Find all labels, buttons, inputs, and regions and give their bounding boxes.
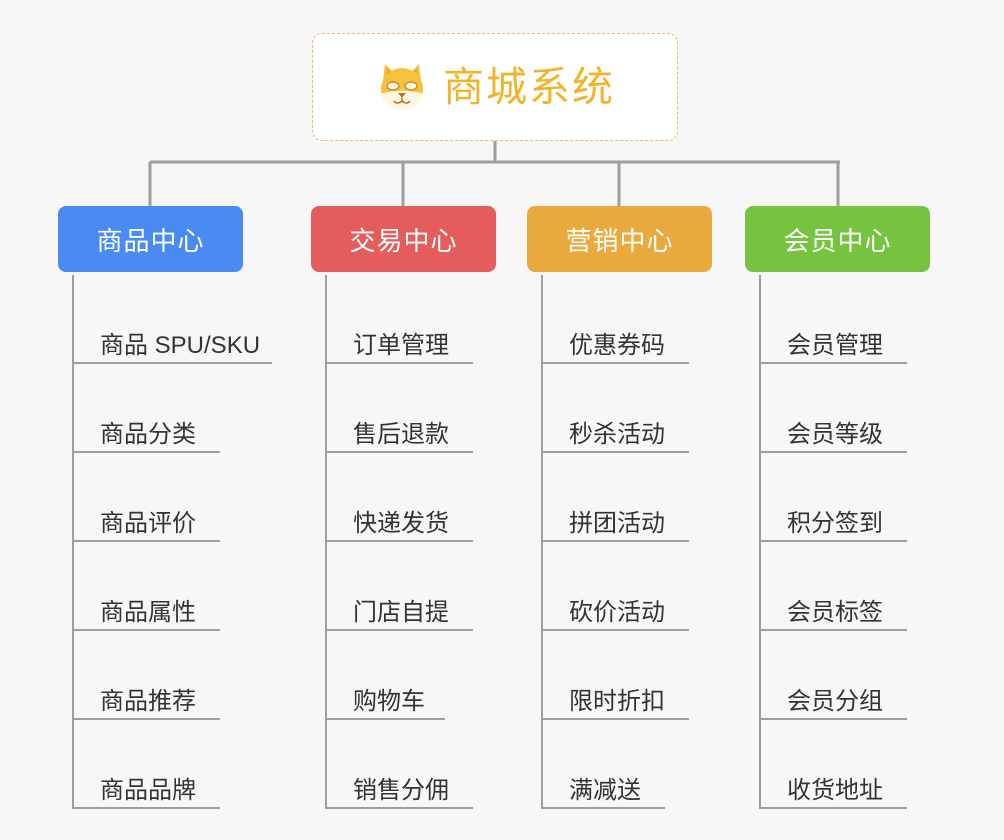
leaf-underline (541, 807, 665, 809)
leaf-label: 商品 SPU/SKU (100, 332, 261, 359)
leaf-label: 商品品牌 (100, 777, 196, 804)
leaf-underline (325, 451, 473, 453)
leaf-item[interactable]: 秒杀活动 (541, 364, 737, 453)
leaf-underline (759, 451, 907, 453)
leaf-underline (541, 629, 689, 631)
leaf-spine (759, 275, 761, 809)
leaf-label: 商品属性 (100, 599, 196, 626)
leaf-list-member: 会员管理 会员等级 积分签到 会员标签 会员分组 (759, 275, 955, 809)
category-header-member[interactable]: 会员中心 (745, 206, 930, 272)
leaf-item[interactable]: 优惠券码 (541, 275, 737, 364)
leaf-underline (759, 807, 907, 809)
leaf-underline (325, 807, 473, 809)
category-header-product[interactable]: 商品中心 (58, 206, 243, 272)
leaf-label: 砍价活动 (569, 599, 665, 626)
leaf-label: 快递发货 (353, 510, 449, 537)
leaf-underline (72, 451, 220, 453)
leaf-label: 商品评价 (100, 510, 196, 537)
leaf-label: 会员等级 (787, 421, 883, 448)
leaf-label: 拼团活动 (569, 510, 665, 537)
category-label: 营销中心 (565, 225, 674, 256)
leaf-label: 优惠券码 (569, 332, 665, 359)
leaf-list-product: 商品 SPU/SKU 商品分类 商品评价 商品属性 商品推荐 (72, 275, 304, 809)
leaf-label: 门店自提 (353, 599, 449, 626)
leaf-label: 秒杀活动 (569, 421, 665, 448)
leaf-item[interactable]: 限时折扣 (541, 631, 737, 720)
leaf-label: 售后退款 (353, 421, 449, 448)
leaf-label: 销售分佣 (353, 777, 449, 804)
root-node[interactable]: 商城系统 (312, 33, 678, 141)
leaf-underline (541, 540, 689, 542)
leaf-item[interactable]: 会员标签 (759, 542, 955, 631)
leaf-item[interactable]: 售后退款 (325, 364, 521, 453)
category-header-trade[interactable]: 交易中心 (311, 206, 496, 272)
leaf-underline (72, 540, 220, 542)
leaf-underline (541, 718, 689, 720)
leaf-underline (759, 362, 907, 364)
leaf-spine (541, 275, 543, 809)
leaf-item[interactable]: 积分签到 (759, 453, 955, 542)
leaf-label: 商品分类 (100, 421, 196, 448)
leaf-item[interactable]: 订单管理 (325, 275, 521, 364)
leaf-label: 收货地址 (787, 777, 883, 804)
leaf-underline (759, 540, 907, 542)
category-label: 会员中心 (783, 225, 892, 256)
leaf-spine (325, 275, 327, 809)
leaf-item[interactable]: 会员等级 (759, 364, 955, 453)
leaf-underline (325, 540, 473, 542)
category-column-marketing: 营销中心 优惠券码 秒杀活动 拼团活动 砍价活动 (527, 206, 737, 809)
category-column-member: 会员中心 会员管理 会员等级 积分签到 会员标签 (745, 206, 955, 809)
root-title: 商城系统 (443, 63, 615, 110)
leaf-item[interactable]: 商品 SPU/SKU (72, 275, 304, 364)
leaf-underline (72, 718, 220, 720)
leaf-item[interactable]: 商品品牌 (72, 720, 304, 809)
category-label: 商品中心 (96, 225, 205, 256)
leaf-item[interactable]: 会员分组 (759, 631, 955, 720)
leaf-label: 限时折扣 (569, 688, 665, 715)
leaf-item[interactable]: 砍价活动 (541, 542, 737, 631)
leaf-label: 商品推荐 (100, 688, 196, 715)
leaf-item[interactable]: 满减送 (541, 720, 737, 809)
leaf-underline (72, 362, 272, 364)
leaf-item[interactable]: 销售分佣 (325, 720, 521, 809)
category-header-marketing[interactable]: 营销中心 (527, 206, 712, 272)
leaf-underline (541, 362, 689, 364)
leaf-label: 积分签到 (787, 510, 883, 537)
leaf-item[interactable]: 商品分类 (72, 364, 304, 453)
leaf-list-marketing: 优惠券码 秒杀活动 拼团活动 砍价活动 限时折扣 (541, 275, 737, 809)
leaf-underline (72, 807, 220, 809)
category-label: 交易中心 (349, 225, 458, 256)
leaf-item[interactable]: 快递发货 (325, 453, 521, 542)
leaf-spine (72, 275, 74, 809)
leaf-underline (759, 629, 907, 631)
leaf-item[interactable]: 商品推荐 (72, 631, 304, 720)
leaf-label: 会员标签 (787, 599, 883, 626)
category-column-product: 商品中心 商品 SPU/SKU 商品分类 商品评价 商品属性 (58, 206, 304, 809)
leaf-label: 会员管理 (787, 332, 883, 359)
leaf-item[interactable]: 购物车 (325, 631, 521, 720)
leaf-label: 满减送 (569, 777, 641, 804)
shiba-dog-icon (375, 60, 429, 114)
leaf-underline (325, 629, 473, 631)
leaf-label: 会员分组 (787, 688, 883, 715)
leaf-underline (759, 718, 907, 720)
leaf-underline (325, 362, 473, 364)
category-column-trade: 交易中心 订单管理 售后退款 快递发货 门店自提 (311, 206, 521, 809)
leaf-underline (541, 451, 689, 453)
leaf-item[interactable]: 收货地址 (759, 720, 955, 809)
leaf-item[interactable]: 商品评价 (72, 453, 304, 542)
leaf-item[interactable]: 商品属性 (72, 542, 304, 631)
leaf-label: 订单管理 (353, 332, 449, 359)
leaf-underline (325, 718, 445, 720)
leaf-label: 购物车 (353, 688, 425, 715)
leaf-item[interactable]: 门店自提 (325, 542, 521, 631)
leaf-item[interactable]: 拼团活动 (541, 453, 737, 542)
leaf-item[interactable]: 会员管理 (759, 275, 955, 364)
leaf-underline (72, 629, 220, 631)
leaf-list-trade: 订单管理 售后退款 快递发货 门店自提 购物车 (325, 275, 521, 809)
